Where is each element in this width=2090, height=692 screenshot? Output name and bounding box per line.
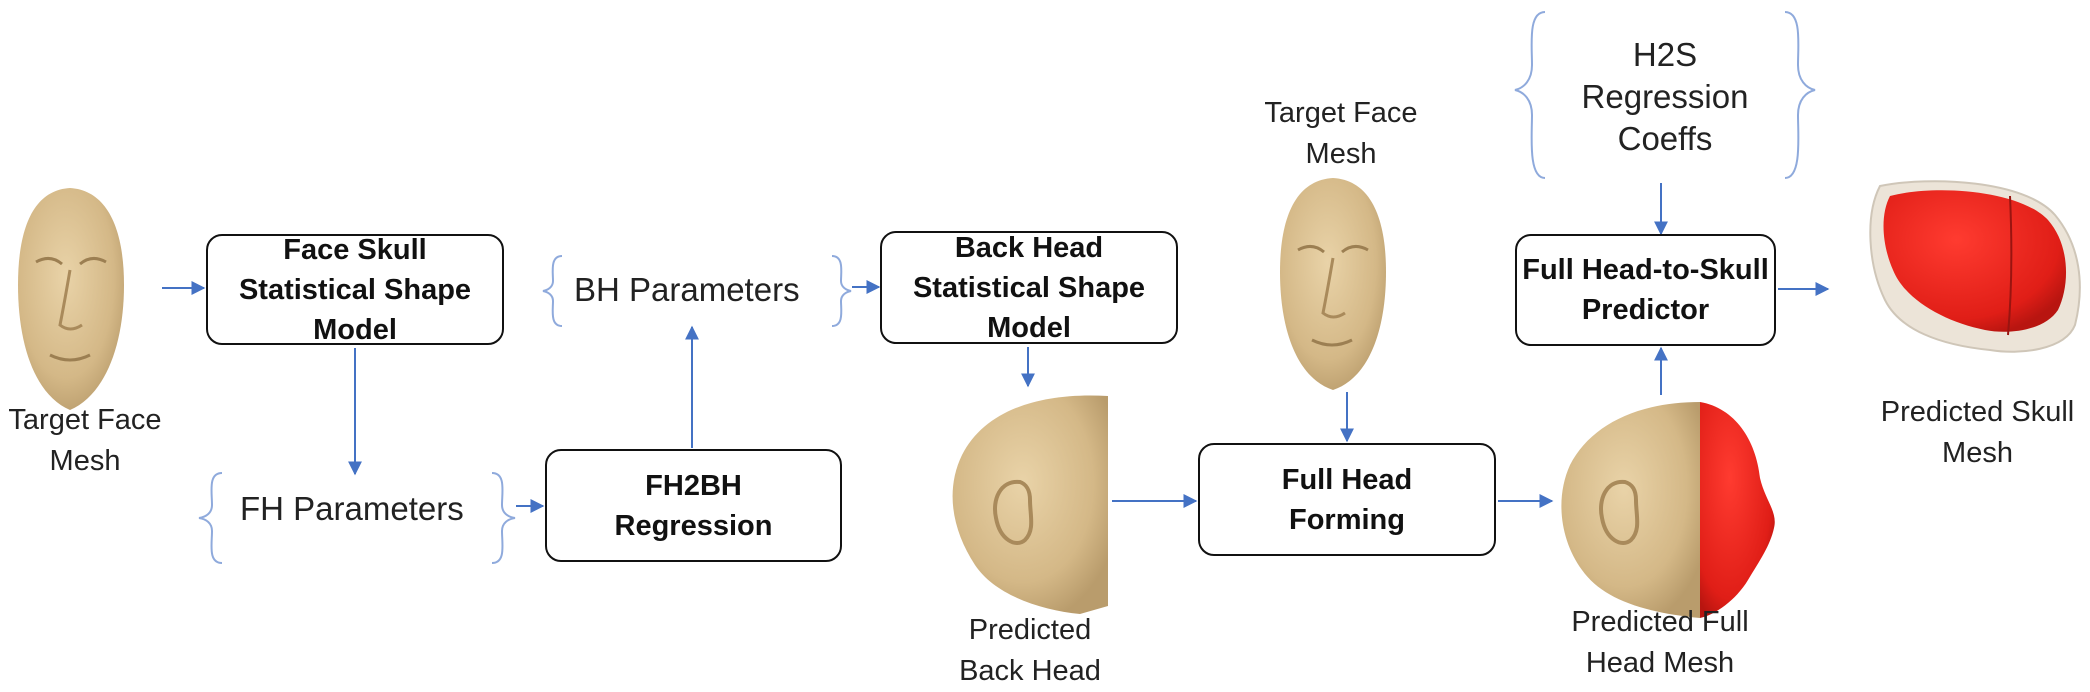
target-face-mesh-image-mid bbox=[1280, 178, 1386, 390]
back-head-ssm-box: Back Head Statistical Shape Model bbox=[880, 231, 1178, 344]
predicted-back-head-image bbox=[952, 395, 1108, 614]
brace-h2s-coeffs bbox=[1514, 11, 1816, 179]
back-head-ssm-label: Back Head Statistical Shape Model bbox=[912, 231, 1146, 344]
face-skull-ssm-label: Face Skull Statistical Shape Model bbox=[238, 233, 472, 346]
brace-fh-parameters bbox=[198, 472, 516, 564]
predicted-back-head-caption: Predicted Back Head bbox=[959, 614, 1101, 687]
face-skull-ssm-box: Face Skull Statistical Shape Model bbox=[206, 234, 504, 346]
target-face-mesh-image-left bbox=[18, 188, 124, 410]
predicted-full-head-image bbox=[1561, 402, 1775, 618]
target-face-caption-left: Target Face Mesh bbox=[8, 404, 162, 477]
head-to-skull-predictor-label: Full Head-to-Skull Predictor bbox=[1522, 254, 1769, 326]
full-head-forming-box: Full Head Forming bbox=[1198, 443, 1496, 556]
bh-parameters-label: BH Parameters bbox=[574, 271, 800, 308]
head-to-skull-predictor-box: Full Head-to-Skull Predictor bbox=[1515, 234, 1776, 346]
target-face-caption-mid: Target Face Mesh bbox=[1264, 97, 1418, 170]
fh2bh-regression-label: FH2BH Regression bbox=[614, 469, 773, 542]
fh2bh-regression-box: FH2BH Regression bbox=[545, 449, 842, 562]
fh-parameters-label: FH Parameters bbox=[240, 490, 464, 527]
h2s-coeffs-label: H2S Regression Coeffs bbox=[1581, 36, 1749, 157]
predicted-skull-mesh-image bbox=[1869, 180, 2081, 353]
brace-bh-parameters bbox=[542, 255, 852, 327]
predicted-full-head-caption: Predicted Full Head Mesh bbox=[1571, 606, 1749, 679]
full-head-forming-label: Full Head Forming bbox=[1281, 463, 1413, 536]
predicted-skull-caption: Predicted Skull Mesh bbox=[1880, 396, 2075, 469]
